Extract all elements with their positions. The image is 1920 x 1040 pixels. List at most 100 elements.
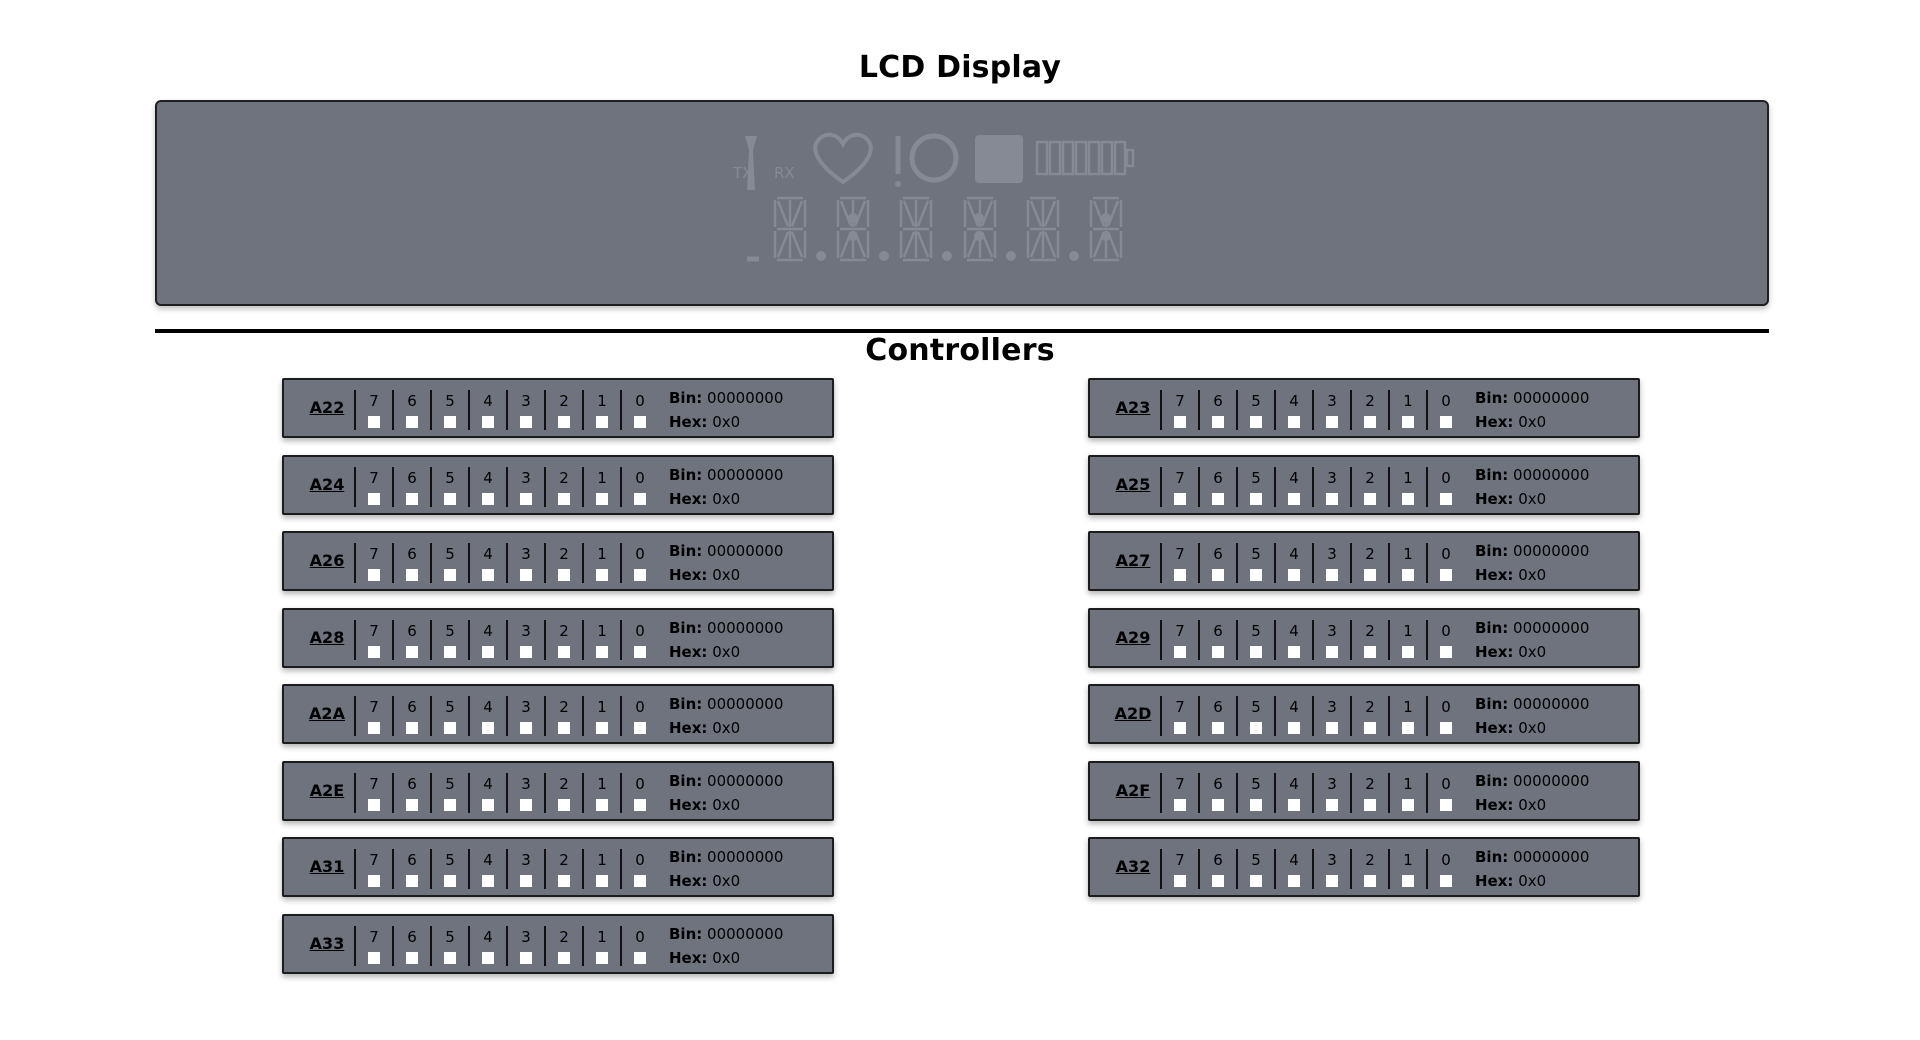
bit-checkbox[interactable] [1288, 722, 1300, 734]
bit-checkbox[interactable] [406, 722, 418, 734]
bit-checkbox[interactable] [444, 722, 456, 734]
bit-checkbox[interactable] [558, 799, 570, 811]
bit-checkbox[interactable] [1174, 799, 1186, 811]
bit-checkbox[interactable] [1288, 875, 1300, 887]
bit-checkbox[interactable] [1364, 799, 1376, 811]
bit-checkbox[interactable] [1250, 875, 1262, 887]
bit-checkbox[interactable] [482, 646, 494, 658]
controller-address-link[interactable]: A33 [309, 934, 345, 953]
bit-checkbox[interactable] [558, 569, 570, 581]
bit-checkbox[interactable] [368, 952, 380, 964]
bit-checkbox[interactable] [596, 722, 608, 734]
bit-checkbox[interactable] [1440, 646, 1452, 658]
bit-checkbox[interactable] [634, 722, 646, 734]
bit-checkbox[interactable] [1440, 569, 1452, 581]
bit-checkbox[interactable] [444, 952, 456, 964]
bit-checkbox[interactable] [406, 416, 418, 428]
bit-checkbox[interactable] [1174, 569, 1186, 581]
bit-checkbox[interactable] [1174, 493, 1186, 505]
bit-checkbox[interactable] [1402, 646, 1414, 658]
bit-checkbox[interactable] [520, 493, 532, 505]
controller-address-link[interactable]: A2D [1114, 704, 1152, 723]
bit-checkbox[interactable] [1250, 493, 1262, 505]
bit-checkbox[interactable] [368, 875, 380, 887]
bit-checkbox[interactable] [406, 646, 418, 658]
bit-checkbox[interactable] [520, 416, 532, 428]
bit-checkbox[interactable] [1364, 569, 1376, 581]
bit-checkbox[interactable] [634, 799, 646, 811]
bit-checkbox[interactable] [1174, 875, 1186, 887]
bit-checkbox[interactable] [1250, 416, 1262, 428]
controller-address-link[interactable]: A28 [309, 628, 345, 647]
bit-checkbox[interactable] [1250, 569, 1262, 581]
controller-address-link[interactable]: A24 [309, 475, 345, 494]
bit-checkbox[interactable] [482, 493, 494, 505]
controller-address-link[interactable]: A2F [1115, 781, 1151, 800]
bit-checkbox[interactable] [1364, 416, 1376, 428]
bit-checkbox[interactable] [482, 569, 494, 581]
bit-checkbox[interactable] [1326, 569, 1338, 581]
controller-address-link[interactable]: A2E [309, 781, 345, 800]
bit-checkbox[interactable] [1326, 646, 1338, 658]
bit-checkbox[interactable] [520, 875, 532, 887]
bit-checkbox[interactable] [406, 952, 418, 964]
bit-checkbox[interactable] [1288, 416, 1300, 428]
bit-checkbox[interactable] [1212, 416, 1224, 428]
bit-checkbox[interactable] [1364, 875, 1376, 887]
bit-checkbox[interactable] [634, 569, 646, 581]
bit-checkbox[interactable] [558, 952, 570, 964]
bit-checkbox[interactable] [1402, 875, 1414, 887]
bit-checkbox[interactable] [1174, 646, 1186, 658]
bit-checkbox[interactable] [558, 646, 570, 658]
bit-checkbox[interactable] [558, 416, 570, 428]
controller-address-link[interactable]: A32 [1115, 857, 1151, 876]
bit-checkbox[interactable] [368, 799, 380, 811]
bit-checkbox[interactable] [482, 799, 494, 811]
bit-checkbox[interactable] [1212, 569, 1224, 581]
bit-checkbox[interactable] [596, 416, 608, 428]
bit-checkbox[interactable] [444, 493, 456, 505]
bit-checkbox[interactable] [1440, 493, 1452, 505]
bit-checkbox[interactable] [368, 569, 380, 581]
bit-checkbox[interactable] [1440, 875, 1452, 887]
bit-checkbox[interactable] [634, 875, 646, 887]
bit-checkbox[interactable] [634, 952, 646, 964]
controller-address-link[interactable]: A29 [1115, 628, 1151, 647]
bit-checkbox[interactable] [1250, 722, 1262, 734]
bit-checkbox[interactable] [1402, 799, 1414, 811]
bit-checkbox[interactable] [1326, 875, 1338, 887]
bit-checkbox[interactable] [444, 416, 456, 428]
bit-checkbox[interactable] [1250, 646, 1262, 658]
bit-checkbox[interactable] [596, 952, 608, 964]
bit-checkbox[interactable] [482, 875, 494, 887]
bit-checkbox[interactable] [1326, 493, 1338, 505]
bit-checkbox[interactable] [1440, 722, 1452, 734]
bit-checkbox[interactable] [1364, 722, 1376, 734]
controller-address-link[interactable]: A22 [309, 398, 345, 417]
bit-checkbox[interactable] [1288, 799, 1300, 811]
bit-checkbox[interactable] [406, 569, 418, 581]
bit-checkbox[interactable] [368, 416, 380, 428]
bit-checkbox[interactable] [368, 646, 380, 658]
bit-checkbox[interactable] [520, 799, 532, 811]
bit-checkbox[interactable] [1326, 416, 1338, 428]
bit-checkbox[interactable] [1326, 722, 1338, 734]
bit-checkbox[interactable] [482, 722, 494, 734]
controller-address-link[interactable]: A25 [1115, 475, 1151, 494]
bit-checkbox[interactable] [520, 952, 532, 964]
bit-checkbox[interactable] [596, 875, 608, 887]
bit-checkbox[interactable] [634, 646, 646, 658]
controller-address-link[interactable]: A26 [309, 551, 345, 570]
bit-checkbox[interactable] [1326, 799, 1338, 811]
bit-checkbox[interactable] [406, 493, 418, 505]
bit-checkbox[interactable] [1174, 722, 1186, 734]
bit-checkbox[interactable] [368, 722, 380, 734]
controller-address-link[interactable]: A31 [309, 857, 345, 876]
bit-checkbox[interactable] [1212, 646, 1224, 658]
bit-checkbox[interactable] [596, 799, 608, 811]
bit-checkbox[interactable] [1212, 799, 1224, 811]
bit-checkbox[interactable] [482, 952, 494, 964]
bit-checkbox[interactable] [1250, 799, 1262, 811]
bit-checkbox[interactable] [406, 799, 418, 811]
bit-checkbox[interactable] [406, 875, 418, 887]
